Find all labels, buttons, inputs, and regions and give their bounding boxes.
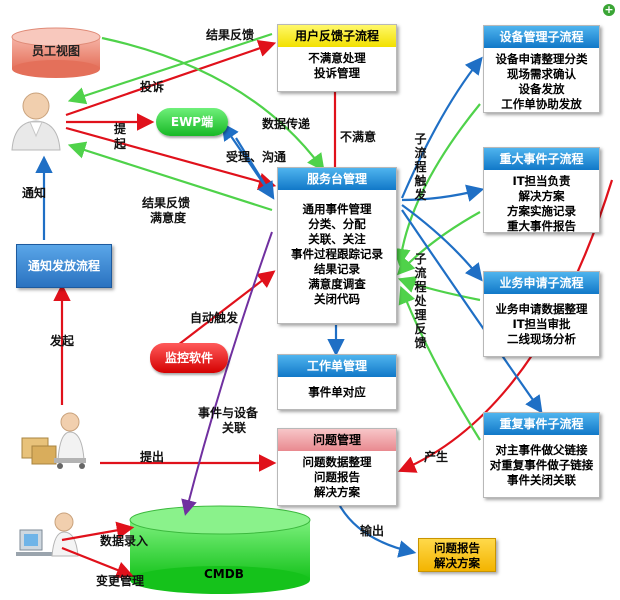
major-incident-box[interactable]: 重大事件子流程 IT担当负责 解决方案 方案实施记录 重大事件报告 xyxy=(483,147,600,233)
business-request-box[interactable]: 业务申请子流程 业务申请数据整理 IT担当审批 二线现场分析 xyxy=(483,271,600,357)
service-desk-line: 关联、关注 xyxy=(308,232,366,246)
ewp-node[interactable]: EWP端 xyxy=(156,108,228,136)
equipment-line: 现场需求确认 xyxy=(507,67,576,81)
business-request-line: 业务申请数据整理 xyxy=(495,302,588,316)
ewp-label: EWP端 xyxy=(170,115,214,129)
problem-report-output-line: 解决方案 xyxy=(434,556,480,570)
label-data-transfer: 数据传递 xyxy=(262,117,311,131)
equipment-box[interactable]: 设备管理子流程 设备申请整理分类 现场需求确认 设备发放 工作单协助发放 xyxy=(483,25,600,113)
label-auto-trigger: 自动触发 xyxy=(190,311,239,325)
label-notify: 通知 xyxy=(22,186,47,200)
business-request-line: 二线现场分析 xyxy=(507,332,576,346)
label-result-feedback-mid-2: 满意度 xyxy=(150,211,187,225)
label-dissatisfied: 不满意 xyxy=(340,130,377,144)
problem-mgmt-box[interactable]: 问题管理 问题数据整理 问题报告 解决方案 xyxy=(277,428,397,506)
plus-icon[interactable]: + xyxy=(603,3,615,16)
problem-mgmt-line: 问题数据整理 xyxy=(302,455,372,469)
cmdb-cylinder xyxy=(129,505,311,594)
major-incident-line: 方案实施记录 xyxy=(507,204,576,218)
repeat-incident-line: 事件关闭关联 xyxy=(507,473,576,487)
problem-mgmt-line: 解决方案 xyxy=(314,485,360,499)
problem-mgmt-title: 问题管理 xyxy=(278,429,396,451)
label-accept-communicate: 受理、沟通 xyxy=(226,150,287,164)
equipment-line: 设备发放 xyxy=(518,82,565,96)
repeat-incident-title: 重复事件子流程 xyxy=(484,413,599,435)
user-feedback-line: 不满意处理 xyxy=(308,51,366,65)
major-incident-title: 重大事件子流程 xyxy=(484,148,599,170)
label-result-feedback-top: 结果反馈 xyxy=(206,28,255,42)
user-feedback-box[interactable]: 用户反馈子流程 不满意处理 投诉管理 xyxy=(277,24,397,92)
label-subflow-feedback: 子流程处理反馈 xyxy=(414,252,427,350)
notify-flow-label: 通知发放流程 xyxy=(27,259,100,273)
red-arrows xyxy=(53,39,614,579)
business-request-title: 业务申请子流程 xyxy=(484,272,599,294)
user-feedback-title: 用户反馈子流程 xyxy=(278,25,396,47)
cmdb-label: CMDB xyxy=(204,567,244,581)
work-order-box[interactable]: 工作单管理 事件单对应 xyxy=(277,354,397,410)
user-feedback-line: 投诉管理 xyxy=(314,66,360,80)
service-desk-line: 关闭代码 xyxy=(314,292,360,306)
major-incident-line: 重大事件报告 xyxy=(507,219,576,233)
service-desk-line: 通用事件管理 xyxy=(302,202,372,216)
label-generate: 产生 xyxy=(424,450,449,464)
label-result-feedback-mid-1: 结果反馈 xyxy=(142,196,191,210)
monitor-label: 监控软件 xyxy=(164,351,213,365)
equipment-title: 设备管理子流程 xyxy=(484,26,599,48)
equipment-line: 工作单协助发放 xyxy=(501,97,582,111)
work-order-line: 事件单对应 xyxy=(308,385,366,399)
employee-view-cylinder xyxy=(11,27,101,78)
problem-mgmt-line: 问题报告 xyxy=(314,470,360,484)
problem-report-output-line: 问题报告 xyxy=(434,541,480,555)
repeat-incident-box[interactable]: 重复事件子流程 对主事件做父链接 对重复事件做子链接 事件关闭关联 xyxy=(483,412,600,498)
service-desk-line: 结果记录 xyxy=(314,262,360,276)
green-arrows xyxy=(67,32,481,441)
work-order-title: 工作单管理 xyxy=(278,355,396,377)
problem-report-output-box[interactable]: 问题报告 解决方案 xyxy=(418,538,496,572)
label-complaint: 投诉 xyxy=(140,80,165,94)
label-output: 输出 xyxy=(360,524,385,538)
label-raise-2: 起 xyxy=(114,137,127,151)
major-incident-line: IT担当负责 xyxy=(512,174,571,188)
label-submit: 提出 xyxy=(140,450,165,464)
label-incident-device-link-1: 事件与设备 xyxy=(198,406,259,420)
service-desk-title: 服务台管理 xyxy=(278,168,396,190)
label-incident-device-link-2: 关联 xyxy=(222,421,247,435)
label-raise-1: 提 xyxy=(114,122,127,136)
label-subflow-trigger: 子流程触发 xyxy=(414,132,427,202)
repeat-incident-line: 对主事件做父链接 xyxy=(495,443,588,457)
service-desk-line: 满意度调查 xyxy=(308,277,366,291)
business-request-line: IT担当审批 xyxy=(512,317,571,331)
monitor-node[interactable]: 监控软件 xyxy=(150,343,228,373)
blue-arrows xyxy=(35,56,543,558)
major-incident-line: 解决方案 xyxy=(518,189,565,203)
delivery-person-icon xyxy=(21,412,86,469)
service-desk-line: 分类、分配 xyxy=(308,217,366,231)
notify-flow-node[interactable]: 通知发放流程 xyxy=(16,244,112,288)
label-initiate: 发起 xyxy=(50,334,75,348)
person-icon xyxy=(11,92,61,151)
service-desk-box[interactable]: 服务台管理 通用事件管理 分类、分配 关联、关注 事件过程跟踪记录 结果记录 满… xyxy=(277,167,397,324)
equipment-line: 设备申请整理分类 xyxy=(495,52,588,66)
label-change-mgmt: 变更管理 xyxy=(96,574,145,588)
computer-user-icon xyxy=(16,512,79,557)
employee-view-label: 员工视图 xyxy=(32,44,81,58)
service-desk-line: 事件过程跟踪记录 xyxy=(291,247,383,261)
label-data-entry: 数据录入 xyxy=(100,534,149,548)
repeat-incident-line: 对重复事件做子链接 xyxy=(489,458,594,472)
purple-arrow xyxy=(181,231,273,516)
